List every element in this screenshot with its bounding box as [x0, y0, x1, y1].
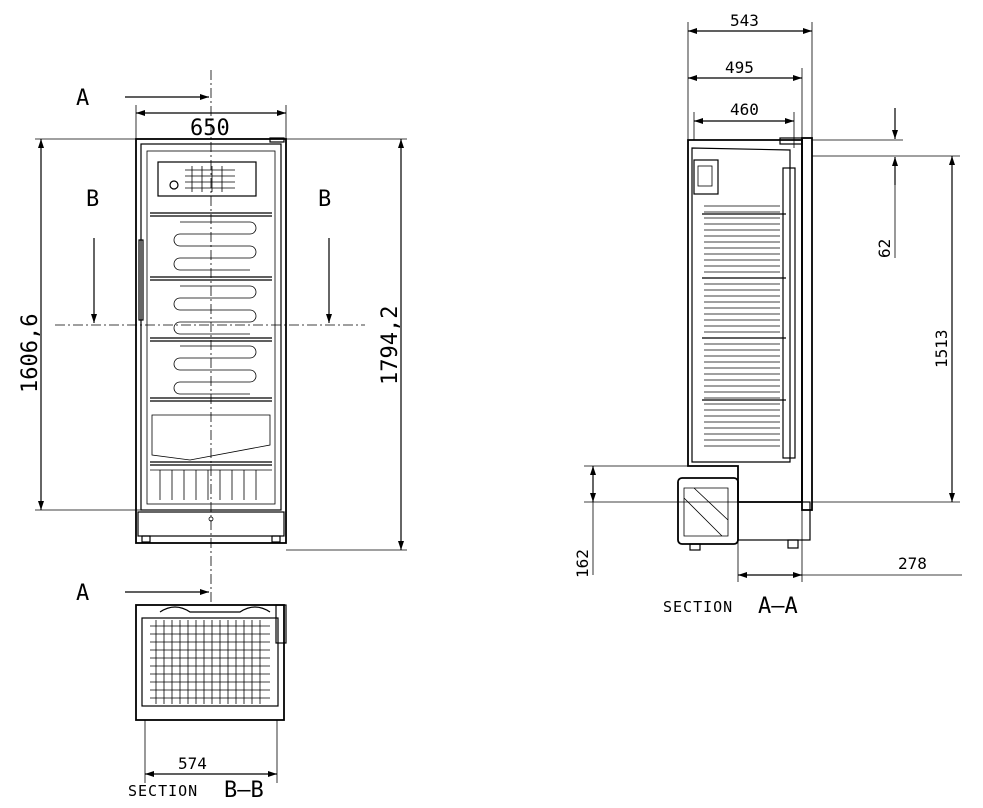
control-unit	[157, 161, 257, 197]
side-base-depth-label: 278	[898, 554, 927, 573]
control-grill	[185, 166, 235, 192]
side-evaporator-fins	[704, 205, 780, 447]
side-foot-left	[689, 543, 701, 551]
side-depth-mid-label: 495	[725, 58, 754, 77]
section-b-grid	[150, 620, 270, 704]
side-door	[801, 137, 813, 511]
section-b-inner	[141, 617, 279, 707]
side-depth-total-label: 543	[730, 11, 759, 30]
section-b-top-detail	[159, 606, 271, 613]
front-width-label: 650	[190, 116, 230, 141]
side-foot-right	[787, 539, 799, 549]
control-knob	[169, 180, 179, 190]
side-inner-height-label: 1513	[932, 329, 951, 368]
side-base-height-label: 162	[573, 549, 592, 578]
front-height-label: 1794,2	[378, 306, 403, 385]
side-plinth	[737, 501, 811, 541]
evaporator-coil	[173, 221, 257, 395]
section-a-label-bottom: A	[76, 581, 89, 606]
section-b-caption-prefix: SECTION	[128, 782, 198, 800]
front-view: A A B B 650 1794,2 1606,6	[18, 70, 407, 606]
section-b-view: 574 SECTION B—B	[128, 604, 287, 803]
foot-left	[141, 535, 151, 543]
compressor-detail	[683, 487, 729, 537]
side-top-offset-label: 62	[875, 239, 894, 258]
section-b-label-left: B	[86, 187, 99, 212]
top-hinge	[269, 137, 285, 143]
side-shelves	[702, 213, 786, 401]
section-b-outline	[135, 604, 285, 721]
side-top-trim	[779, 137, 803, 145]
door-handle	[138, 239, 144, 321]
bottom-bin	[151, 414, 271, 461]
section-b-hinge	[275, 604, 287, 644]
side-depth-inner-label: 460	[730, 100, 759, 119]
section-a-label-top: A	[76, 86, 89, 111]
front-inner-height-label: 1606,6	[18, 314, 43, 393]
side-control-detail	[697, 165, 713, 187]
section-b-caption-id: B—B	[224, 778, 264, 803]
section-b-label-right: B	[318, 187, 331, 212]
side-control-box	[693, 159, 719, 195]
side-inner-liner	[691, 147, 791, 463]
section-a-view: 543 495 460 62 1513 162 278 SECT	[573, 11, 962, 619]
foot-right	[271, 535, 281, 543]
side-door-handle	[782, 167, 796, 459]
section-a-caption-id: A—A	[758, 594, 798, 619]
section-a-caption-prefix: SECTION	[663, 598, 733, 616]
section-b-width-label: 574	[178, 754, 207, 773]
